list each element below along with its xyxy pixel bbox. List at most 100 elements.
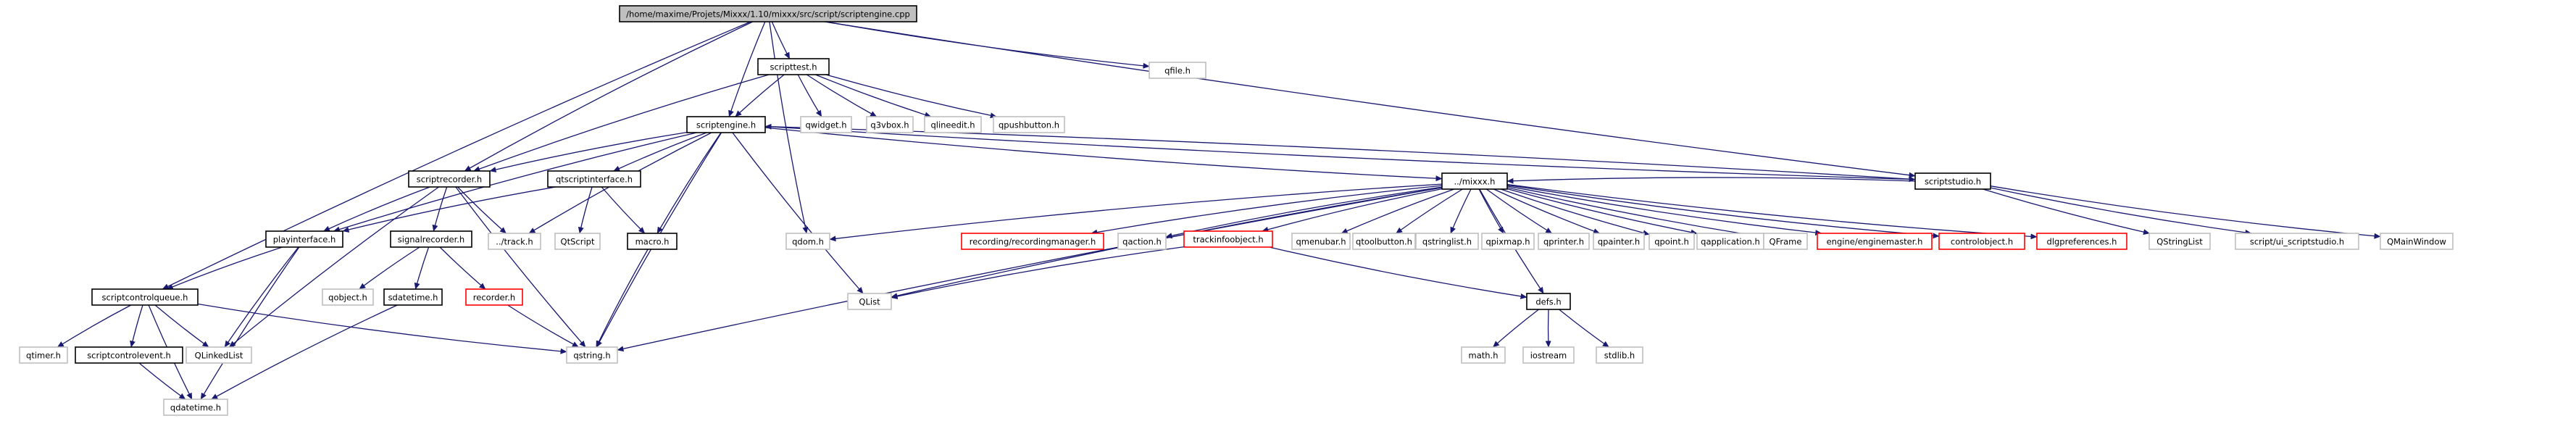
node-root[interactable]: /home/maxime/Projets/Mixxx/1.10/mixxx/sr… — [619, 5, 917, 22]
node-qpainter[interactable]: qpainter.h — [1593, 233, 1645, 250]
node-scriptcontrolevent[interactable]: scriptcontrolevent.h — [75, 346, 183, 364]
node-q3vbox[interactable]: q3vbox.h — [866, 116, 914, 133]
node-qfile[interactable]: qfile.h — [1149, 62, 1206, 79]
node-scriptrecorder[interactable]: scriptrecorder.h — [408, 170, 491, 188]
node-qframe[interactable]: QFrame — [1763, 233, 1808, 250]
node-qlinkedlist-label: QLinkedList — [195, 351, 243, 361]
node-qlist-label: QList — [859, 297, 880, 307]
edge-trackinfoobject-to-defs — [1269, 246, 1527, 299]
node-ui_scriptstudio-label: script/ui_scriptstudio.h — [2250, 237, 2344, 247]
edge-scriptstudio-to-qmainwindow — [1990, 186, 2381, 239]
node-qtscript-label: QtScript — [561, 237, 595, 247]
edge-mixxx-to-qframe — [1506, 187, 1764, 239]
node-recordingmanager[interactable]: recording/recordingmanager.h — [961, 233, 1104, 250]
node-scriptengine-box — [686, 116, 766, 133]
node-recorder[interactable]: recorder.h — [465, 288, 523, 306]
node-mixxx[interactable]: ../mixxx.h — [1441, 172, 1508, 190]
node-qfile-label: qfile.h — [1164, 66, 1191, 76]
node-dlgpreferences[interactable]: dlgpreferences.h — [2036, 233, 2127, 250]
node-controlobject-label: controlobject.h — [1951, 237, 2013, 247]
node-macro[interactable]: macro.h — [627, 233, 678, 250]
node-qlinkedlist[interactable]: QLinkedList — [186, 346, 252, 364]
edge-scriptcontrolqueue-to-qtimer — [57, 304, 132, 348]
node-qapplication[interactable]: qapplication.h — [1696, 233, 1764, 250]
node-signalrecorder[interactable]: signalrecorder.h — [390, 230, 472, 248]
node-qlineedit[interactable]: qlineedit.h — [924, 116, 982, 133]
node-scriptstudio-label: scriptstudio.h — [1925, 177, 1981, 187]
node-qstringlist-box — [1415, 233, 1479, 250]
node-qdatetime[interactable]: qdatetime.h — [163, 399, 228, 416]
edge-scriptengine-to-scriptrecorder — [489, 131, 688, 172]
node-qtscriptinterface-box — [547, 170, 641, 188]
edge-playinterface-to-scriptcontrolqueue — [166, 246, 283, 290]
edge-mixxx-to-qstringlist — [1450, 188, 1472, 234]
node-qtscriptinterface[interactable]: qtscriptinterface.h — [547, 170, 641, 188]
node-qprinter-label: qprinter.h — [1543, 237, 1584, 247]
node-scriptengine-label: scriptengine.h — [696, 120, 756, 130]
node-ui_scriptstudio-box — [2235, 233, 2359, 250]
node-root-box — [619, 5, 917, 22]
node-playinterface-box — [265, 230, 343, 248]
node-stdlib-box — [1596, 346, 1643, 364]
node-qframe-box — [1763, 233, 1808, 250]
node-sdatetime-box — [383, 288, 443, 306]
node-qpoint-label: qpoint.h — [1654, 237, 1689, 247]
node-scriptengine[interactable]: scriptengine.h — [686, 116, 766, 133]
node-qlist[interactable]: QList — [847, 293, 892, 310]
node-qtimer[interactable]: qtimer.h — [19, 346, 68, 364]
node-qtscript[interactable]: QtScript — [554, 233, 601, 250]
edge-defs-to-stdlib — [1559, 309, 1609, 348]
edge-playinterface-to-qlinkedlist — [224, 246, 299, 348]
node-ui_scriptstudio[interactable]: script/ui_scriptstudio.h — [2235, 233, 2359, 250]
node-qstring[interactable]: qstring.h — [566, 346, 618, 364]
edge-mixxx-to-recordingmanager — [1091, 185, 1443, 235]
node-qstringlist2[interactable]: QStringList — [2148, 233, 2211, 250]
edge-scripttest-to-scriptengine — [735, 74, 785, 117]
node-qstringlist[interactable]: qstringlist.h — [1415, 233, 1479, 250]
node-scriptcontrolevent-label: scriptcontrolevent.h — [87, 351, 171, 361]
node-qpainter-label: qpainter.h — [1598, 237, 1640, 247]
node-qpoint[interactable]: qpoint.h — [1648, 233, 1695, 250]
edge-scripttest-to-scriptrecorder — [473, 74, 770, 172]
node-trackinfoobject[interactable]: trackinfoobject.h — [1183, 230, 1273, 248]
node-qpixmap[interactable]: qpixmap.h — [1481, 233, 1535, 250]
node-controlobject[interactable]: controlobject.h — [1938, 233, 2025, 250]
edge-scripttest-to-qwidget — [797, 74, 822, 117]
node-recorder-label: recorder.h — [473, 293, 515, 303]
node-qmainwindow[interactable]: QMainWindow — [2380, 233, 2454, 250]
node-qaction[interactable]: qaction.h — [1117, 233, 1167, 250]
node-track[interactable]: ../track.h — [488, 233, 541, 250]
node-qwidget-label: qwidget.h — [805, 120, 846, 130]
node-qmenubar[interactable]: qmenubar.h — [1291, 233, 1351, 250]
node-qwidget[interactable]: qwidget.h — [800, 116, 852, 133]
edge-playinterface-to-qdatetime — [200, 246, 300, 400]
node-math[interactable]: math.h — [1461, 346, 1506, 364]
node-math-label: math.h — [1469, 351, 1499, 361]
node-qobject-box — [322, 288, 374, 306]
edge-scriptcontrolqueue-to-scriptcontrolevent — [130, 304, 143, 348]
node-sdatetime[interactable]: sdatetime.h — [383, 288, 443, 306]
edge-root-to-scriptrecorder — [464, 21, 754, 172]
edge-root-to-scripttest — [771, 21, 791, 59]
edge-root-to-qfile — [825, 21, 1150, 69]
node-defs[interactable]: defs.h — [1526, 293, 1571, 310]
edge-sdatetime-to-qdatetime — [211, 304, 398, 400]
node-scriptcontrolqueue[interactable]: scriptcontrolqueue.h — [91, 288, 199, 306]
node-scripttest[interactable]: scripttest.h — [757, 58, 830, 75]
node-qprinter[interactable]: qprinter.h — [1538, 233, 1590, 250]
node-scriptstudio[interactable]: scriptstudio.h — [1914, 172, 1991, 190]
edge-scriptcontrolqueue-to-qlinkedlist — [154, 304, 209, 348]
node-qobject[interactable]: qobject.h — [322, 288, 374, 306]
node-enginemaster[interactable]: engine/enginemaster.h — [1817, 233, 1933, 250]
edge-mixxx-to-qstring — [617, 187, 1443, 352]
edge-signalrecorder-to-qobject — [359, 246, 420, 290]
node-qdom[interactable]: qdom.h — [785, 233, 830, 250]
edge-scriptstudio-to-ui_scriptstudio — [1990, 187, 2252, 235]
node-stdlib[interactable]: stdlib.h — [1596, 346, 1643, 364]
node-qtoolbutton[interactable]: qtoolbutton.h — [1352, 233, 1416, 250]
node-playinterface[interactable]: playinterface.h — [265, 230, 343, 248]
node-scriptcontrolqueue-label: scriptcontrolqueue.h — [102, 293, 188, 303]
node-qpushbutton[interactable]: qpushbutton.h — [993, 116, 1065, 133]
node-iostream[interactable]: iostream — [1522, 346, 1575, 364]
node-signalrecorder-label: signalrecorder.h — [398, 235, 464, 245]
